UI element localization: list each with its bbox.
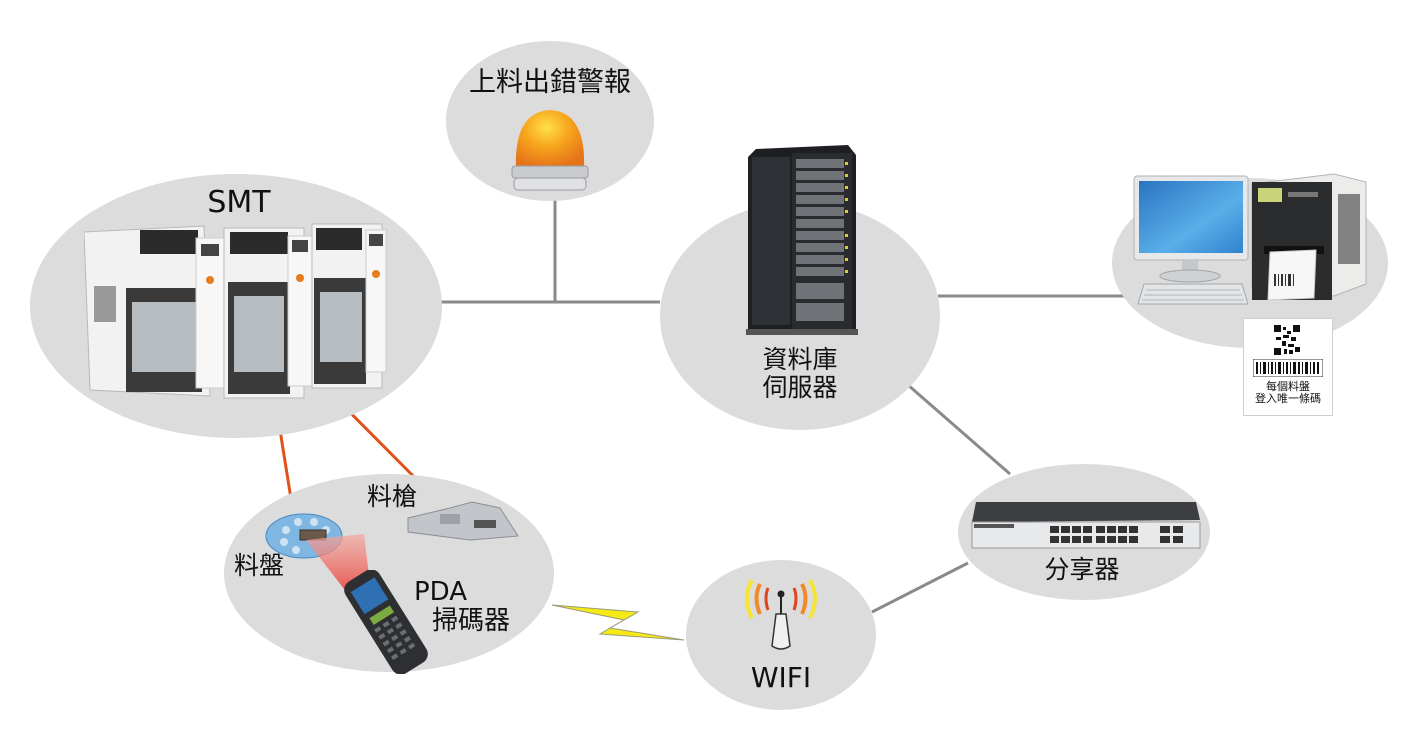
smt-label: SMT <box>207 185 271 220</box>
alarm-label: 上料出錯警報 <box>469 67 631 98</box>
qr-code-icon <box>1274 325 1300 355</box>
link-switch-wifi <box>871 561 969 614</box>
link-server-switch <box>907 383 1011 476</box>
smt-machine-1 <box>84 225 225 397</box>
barcode-label-line1: 每個料盤 <box>1266 380 1310 393</box>
switch-label: 分享器 <box>1044 555 1120 584</box>
lightning-bolt-icon <box>551 604 685 641</box>
smt-machine-icon <box>84 223 387 399</box>
wifi-label: WIFI <box>750 661 812 694</box>
pda-label-line2: 掃碼器 <box>432 606 511 637</box>
server-label: 資料庫 伺服器 <box>700 346 900 402</box>
pda-scanner-icon <box>344 570 428 674</box>
smt-machine-2 <box>223 227 313 399</box>
label-printer-icon <box>1251 173 1367 301</box>
server-label-line1: 資料庫 <box>762 345 838 374</box>
feeder-label: 料槍 <box>366 482 417 511</box>
network-switch-icon <box>971 502 1201 549</box>
barcode-label-text: 每個料盤 登入唯一條碼 <box>1244 380 1332 406</box>
pda-label: PDA 掃碼器 <box>400 577 520 637</box>
barcode-label-line2: 登入唯一條碼 <box>1255 392 1321 406</box>
feeder-icon <box>407 501 519 541</box>
smt-machine-3 <box>311 223 387 389</box>
server-label-line2: 伺服器 <box>762 373 838 402</box>
alarm-beacon-icon <box>511 110 589 191</box>
reel-label: 料盤 <box>233 551 284 580</box>
server-rack-icon <box>746 145 858 335</box>
pda-label-line1: PDA <box>414 577 468 607</box>
barcode-label-card: 每個料盤 登入唯一條碼 <box>1243 318 1333 416</box>
computer-icon <box>1133 175 1249 305</box>
barcode-icon <box>1253 359 1323 377</box>
wifi-antenna-icon <box>745 579 817 650</box>
